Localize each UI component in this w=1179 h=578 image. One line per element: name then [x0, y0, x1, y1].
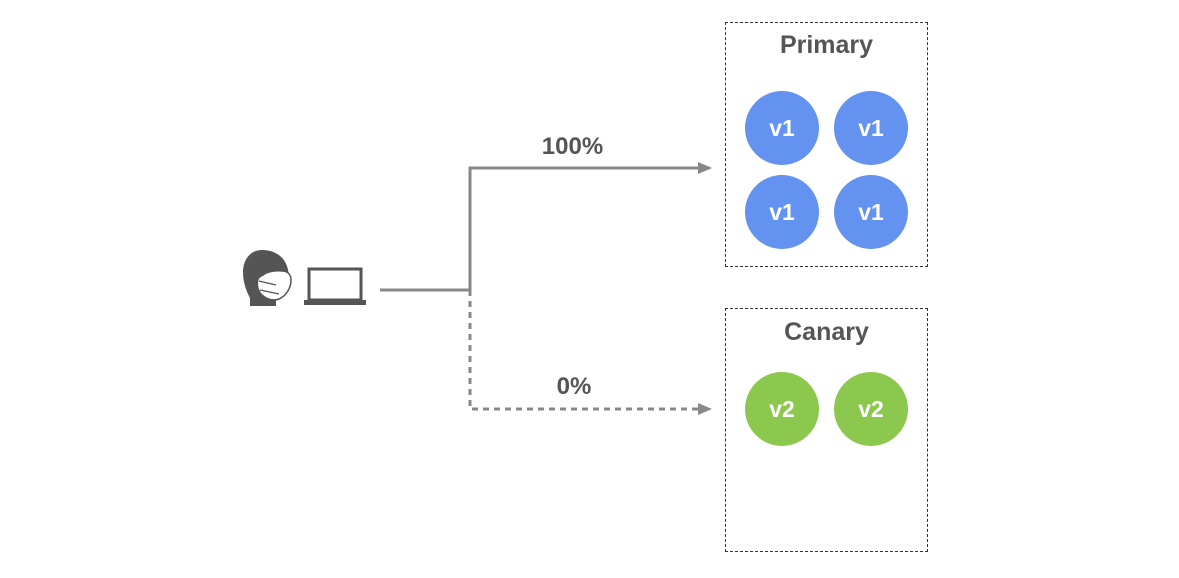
primary-pod: v1	[834, 175, 908, 249]
primary-pod: v1	[745, 91, 819, 165]
laptop-icon	[304, 267, 366, 305]
primary-group: Primary v1 v1 v1 v1	[725, 22, 928, 267]
canary-pod: v2	[745, 372, 819, 446]
primary-percent-label: 100%	[541, 133, 604, 160]
canary-group: Canary v2 v2	[725, 308, 928, 552]
masked-person-icon	[243, 250, 292, 306]
primary-title: Primary	[779, 31, 874, 59]
canary-percent-label: 0%	[556, 373, 592, 400]
primary-pod: v1	[834, 91, 908, 165]
canary-route-arrow	[468, 290, 712, 415]
canary-pod: v2	[834, 372, 908, 446]
primary-route-arrow	[468, 162, 712, 290]
primary-pod: v1	[745, 175, 819, 249]
canary-title: Canary	[784, 318, 869, 346]
